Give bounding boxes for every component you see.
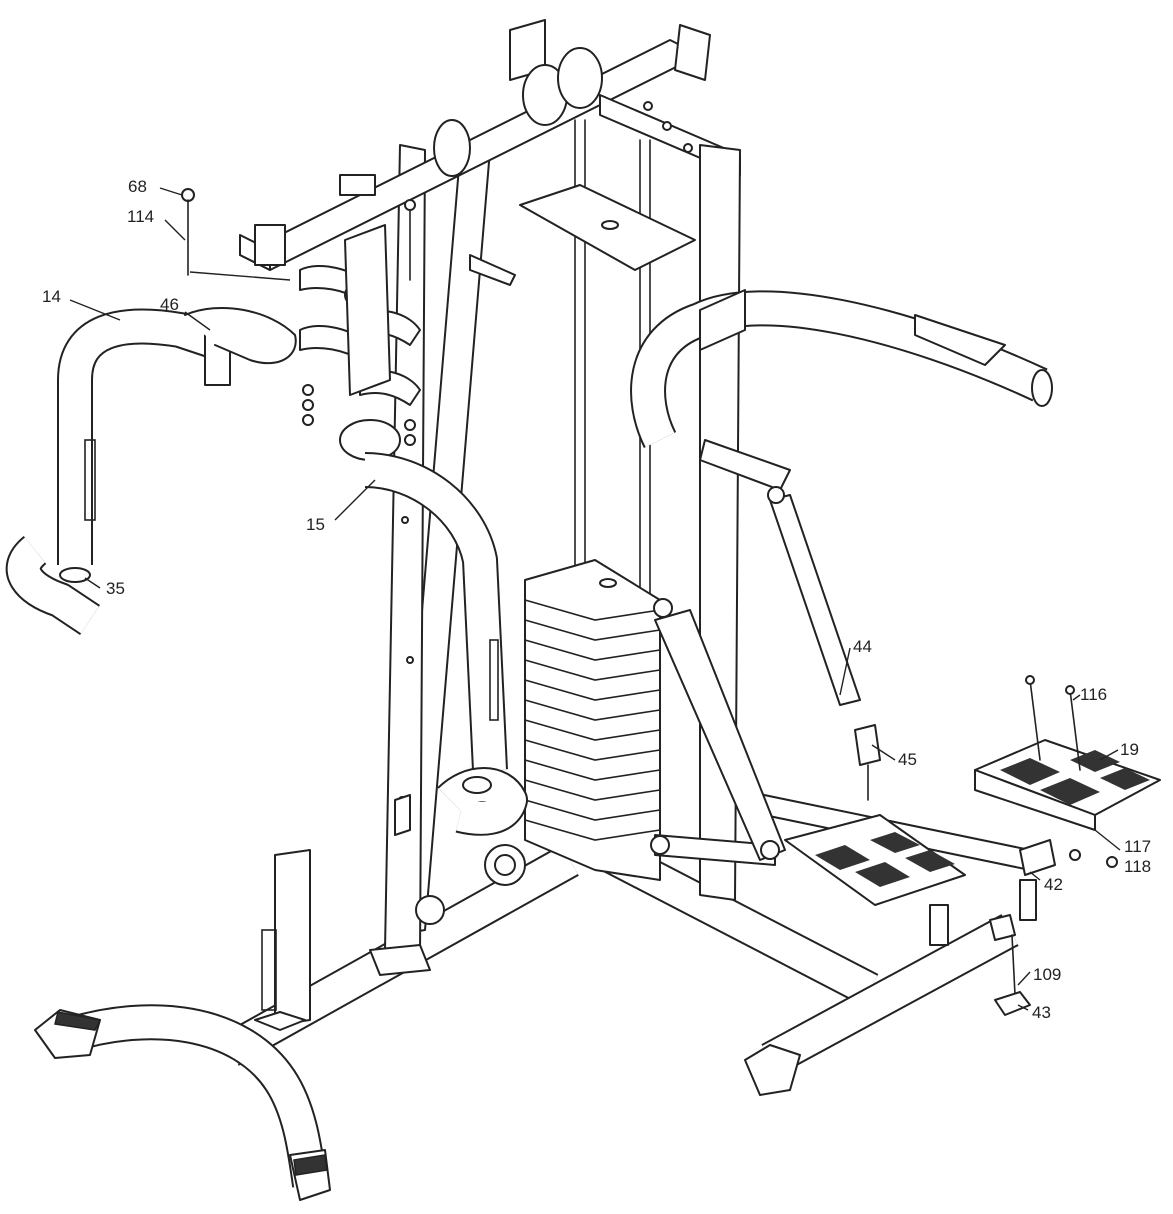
knob-42 [1019,839,1056,876]
callout-45: 45 [898,750,917,769]
cap-tread-bottom [293,1154,328,1176]
callout-15: 15 [306,515,325,534]
bolt-116-a [1029,679,1041,761]
bolt-hardware [181,188,416,446]
callout-14: 14 [42,287,61,306]
pad-35 [59,567,91,583]
base-end-cap-right [744,1044,801,1096]
top-beam [239,19,711,271]
top-pulley-2 [557,47,603,109]
bolt-116-b [1069,689,1081,771]
callout-114: 114 [127,207,154,226]
rear-post-stub [274,849,311,1026]
callout-68: 68 [128,177,147,196]
strut-44 [767,486,881,801]
nut-117 [1069,849,1081,861]
callout-43: 43 [1032,1003,1051,1022]
callout-117: 117 [1124,837,1151,856]
leg-arm-15 [339,419,528,836]
callout-116: 116 [1080,685,1107,704]
callout-35: 35 [106,579,125,598]
callout-109: 109 [1033,965,1061,984]
pin-109 [1011,934,1016,996]
pivot-linkage [299,224,516,406]
leader-lines [69,187,1121,1011]
callout-118: 118 [1124,857,1151,876]
callout-46: 46 [160,295,179,314]
callout-44: 44 [853,637,872,656]
strap-46 [184,306,297,365]
upper-pulley [433,119,471,177]
adjuster-parts [989,839,1056,1016]
press-arm-14 [5,306,297,635]
foot-plate-center [784,814,966,946]
press-arm-frame [630,289,1053,491]
bracket-45 [854,724,881,766]
cap-tread-left [54,1011,102,1031]
callout-42: 42 [1044,875,1063,894]
weight-stack-tower [519,94,741,901]
foot-plate-19 [974,675,1161,868]
base-frame [34,834,1019,1201]
callout-labels: 68 114 14 46 15 35 44 45 116 19 117 118 … [42,177,1151,1022]
callout-19: 19 [1120,740,1139,759]
pop-pin-43 [994,991,1031,1016]
washer-118 [1106,856,1118,868]
